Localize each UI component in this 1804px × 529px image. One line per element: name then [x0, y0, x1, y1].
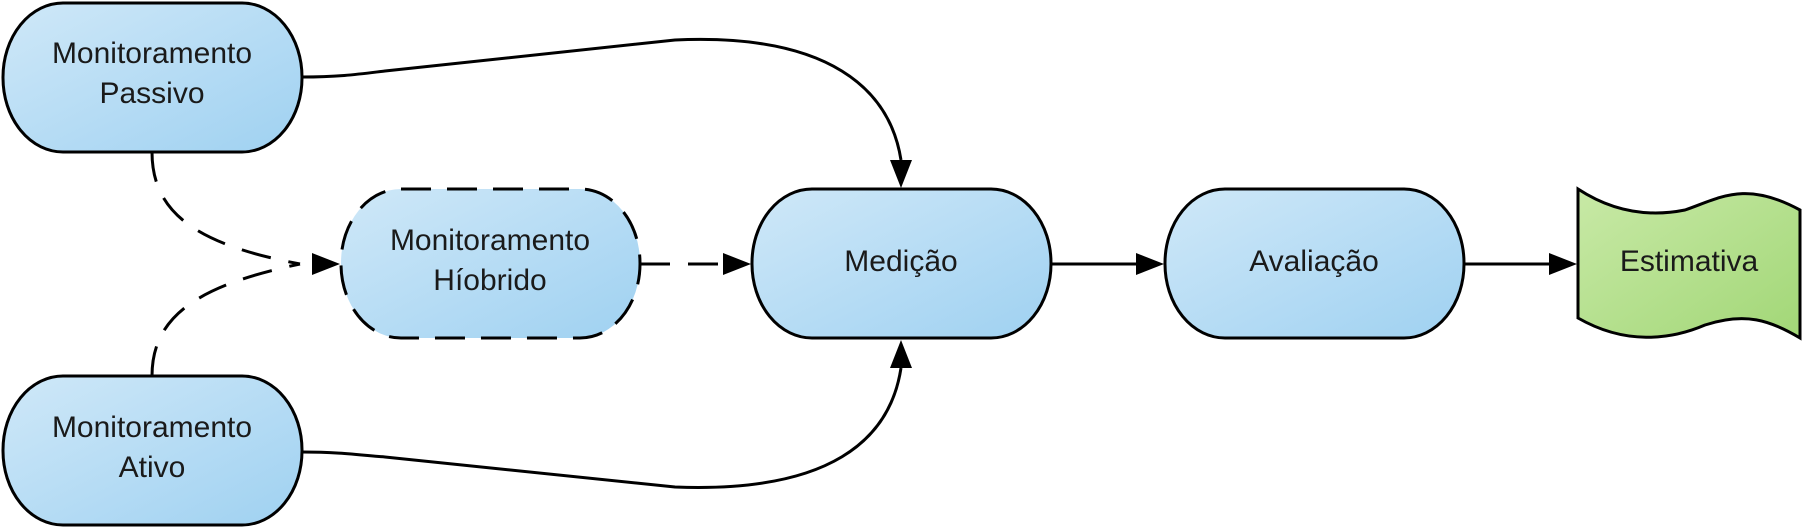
- node-label-line2: Ativo: [119, 451, 186, 484]
- arrowhead-medicao-left: [723, 253, 751, 275]
- node-shape: [750, 187, 1053, 340]
- node-monitoramento-ativo[interactable]: Monitoramento Ativo: [1, 374, 304, 527]
- node-shape: [1163, 187, 1466, 340]
- arrowhead-hibrido: [312, 253, 340, 275]
- arrowhead-estimativa: [1549, 253, 1577, 275]
- edge-ativo-hibrido: [150, 262, 301, 377]
- node-shape-wave: [1576, 186, 1802, 341]
- edge-passivo-medicao: [301, 37, 903, 161]
- node-monitoramento-passivo[interactable]: Monitoramento Passivo: [1, 1, 304, 154]
- arrowhead-avaliacao: [1136, 253, 1164, 275]
- node-label-line1: Monitoramento: [390, 224, 590, 257]
- edge-ativo-medicao: [301, 367, 903, 489]
- node-label: Medição: [844, 245, 957, 278]
- node-avaliacao[interactable]: Avaliação: [1163, 187, 1466, 340]
- node-monitoramento-hibrido[interactable]: Monitoramento Híobrido: [339, 187, 642, 340]
- node-estimativa[interactable]: Estimativa: [1576, 186, 1802, 341]
- node-label: Estimativa: [1620, 245, 1759, 278]
- node-shape: [1, 1, 304, 154]
- node-label-line1: Monitoramento: [52, 411, 252, 444]
- edge-passivo-hibrido: [150, 151, 301, 266]
- arrowhead-medicao-bottom: [890, 340, 912, 368]
- node-label: Avaliação: [1249, 245, 1379, 278]
- node-label-line1: Monitoramento: [52, 37, 252, 70]
- edges: [150, 37, 1577, 489]
- arrowhead-medicao-top: [890, 160, 912, 188]
- node-medicao[interactable]: Medição: [750, 187, 1053, 340]
- node-shape: [339, 187, 642, 340]
- node-label-line2: Híobrido: [433, 264, 546, 297]
- node-label-line2: Passivo: [99, 77, 204, 110]
- node-shape: [1, 374, 304, 527]
